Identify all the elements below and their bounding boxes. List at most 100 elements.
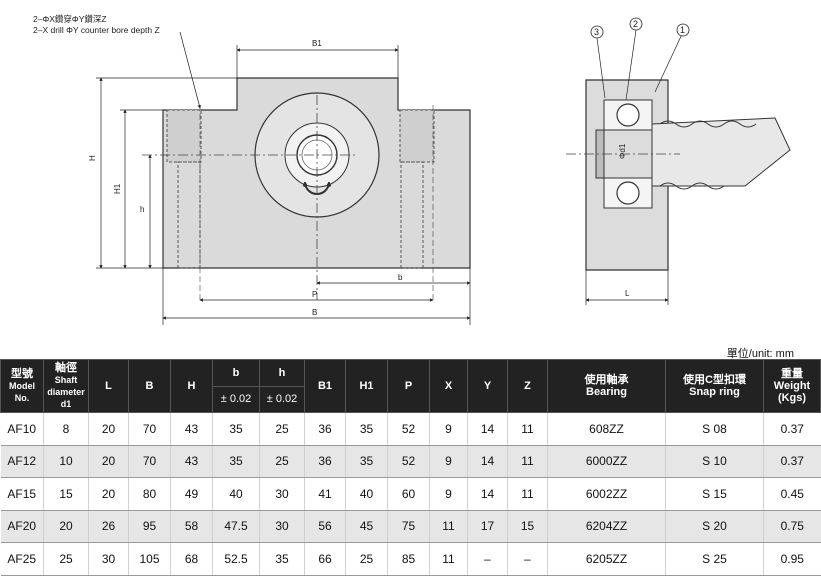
callout-1 — [676, 23, 690, 37]
table-cell: 20 — [88, 477, 129, 511]
drill-note-english: 2–X drill ΦY counter bore depth Z — [33, 25, 160, 35]
table-cell: 25 — [259, 412, 305, 446]
callout-2 — [629, 17, 643, 31]
table-cell: 35 — [345, 445, 388, 478]
header-B1: B1 — [304, 359, 346, 413]
table-cell: 43 — [170, 445, 213, 478]
table-cell: AF20 — [0, 510, 44, 543]
dim-B-label: B — [312, 308, 317, 317]
table-cell: 56 — [304, 510, 346, 543]
header-Z: Z — [507, 359, 548, 413]
header-H: H — [170, 359, 213, 413]
table-cell: S 15 — [665, 477, 764, 511]
table-cell: 40 — [212, 477, 260, 511]
table-cell: 30 — [88, 542, 129, 576]
table-cell: 0.37 — [763, 445, 821, 478]
drill-note-chinese: 2–ΦX鑽穿ΦY鑽深Z — [33, 14, 107, 24]
table-cell: 45 — [345, 510, 388, 543]
table-cell: AF15 — [0, 477, 44, 511]
table-cell: 85 — [387, 542, 430, 576]
callout-3-label: 3 — [594, 27, 599, 37]
table-cell: 11 — [507, 412, 548, 446]
table-cell: 26 — [88, 510, 129, 543]
table-cell: 11 — [429, 542, 468, 576]
technical-drawing: B1 H H1 h b P B L Φd1 3 2 1 — [88, 17, 791, 325]
table-cell: 52.5 — [212, 542, 260, 576]
table-cell: 14 — [467, 412, 508, 446]
counterbore-left — [166, 109, 202, 163]
header-h-tolerance: ± 0.02 — [259, 385, 305, 413]
table-cell: 35 — [345, 412, 388, 446]
header-b: b — [212, 359, 260, 387]
table-cell: 68 — [170, 542, 213, 576]
table-cell: 6205ZZ — [547, 542, 666, 576]
callout-1-label: 1 — [680, 25, 685, 35]
dim-b-label: b — [398, 273, 403, 282]
table-cell: 43 — [170, 412, 213, 446]
dim-L-label: L — [625, 289, 630, 298]
table-cell: AF10 — [0, 412, 44, 446]
table-cell: 9 — [429, 477, 468, 511]
table-cell: 6000ZZ — [547, 445, 666, 478]
callout-3 — [590, 25, 604, 39]
unit-label: 單位/unit: mm — [726, 348, 794, 360]
table-cell: 6204ZZ — [547, 510, 666, 543]
table-cell: 58 — [170, 510, 213, 543]
table-cell: 10 — [43, 445, 89, 478]
table-cell: 41 — [304, 477, 346, 511]
table-cell: 105 — [128, 542, 171, 576]
table-cell: 75 — [387, 510, 430, 543]
table-cell: 20 — [88, 445, 129, 478]
header-b-tolerance: ± 0.02 — [212, 385, 260, 413]
table-cell: 70 — [128, 412, 171, 446]
table-cell: 36 — [304, 445, 346, 478]
table-cell: 40 — [345, 477, 388, 511]
table-cell: 14 — [467, 445, 508, 478]
table-cell: – — [507, 542, 548, 576]
table-cell: 9 — [429, 445, 468, 478]
table-cell: 608ZZ — [547, 412, 666, 446]
table-cell: 8 — [43, 412, 89, 446]
table-cell: 25 — [259, 445, 305, 478]
header-B: B — [128, 359, 171, 413]
table-cell: S 10 — [665, 445, 764, 478]
table-cell: – — [467, 542, 508, 576]
table-cell: 11 — [429, 510, 468, 543]
table-cell: 35 — [259, 542, 305, 576]
table-cell: 95 — [128, 510, 171, 543]
table-cell: 52 — [387, 412, 430, 446]
table-cell: 11 — [507, 477, 548, 511]
header-Y: Y — [467, 359, 508, 413]
callout-2-label: 2 — [633, 19, 638, 29]
table-cell: 9 — [429, 412, 468, 446]
counterbore-right — [399, 109, 435, 163]
header-P: P — [387, 359, 430, 413]
table-cell: 35 — [212, 412, 260, 446]
table-cell: AF12 — [0, 445, 44, 478]
header-L: L — [88, 359, 129, 413]
table-cell: 20 — [88, 412, 129, 446]
header-H1: H1 — [345, 359, 388, 413]
table-cell: 0.45 — [763, 477, 821, 511]
table-cell: 30 — [259, 510, 305, 543]
table-subheader-row: ± 0.02 ± 0.02 — [1, 385, 821, 413]
side-view: L Φd1 3 2 1 — [566, 17, 791, 305]
front-view-dimensions — [96, 31, 471, 325]
table-cell: 52 — [387, 445, 430, 478]
table-cell: 0.75 — [763, 510, 821, 543]
table-cell: 20 — [43, 510, 89, 543]
dim-B1-label: B1 — [312, 39, 322, 48]
dim-d1-label: Φd1 — [618, 143, 627, 159]
front-view-dimension-labels: B1 H H1 h b P B — [88, 39, 403, 317]
